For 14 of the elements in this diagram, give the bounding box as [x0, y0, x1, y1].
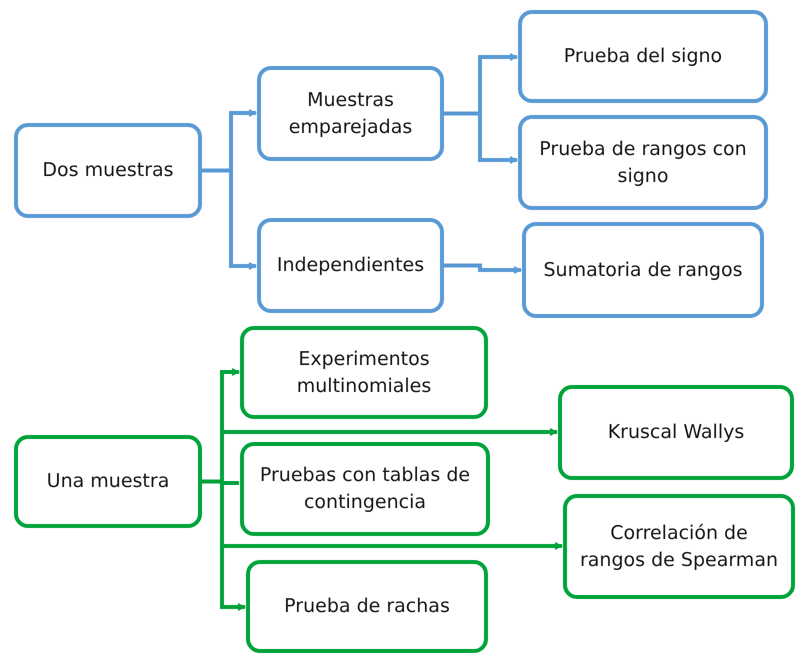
- arrow: [202, 168, 257, 270]
- rounded-box: Una muestra: [14, 435, 202, 528]
- rounded-box: Independientes: [257, 218, 444, 313]
- rounded-box: Muestras emparejadas: [257, 66, 444, 161]
- rounded-box: Sumatoria de rangos: [522, 222, 764, 318]
- rounded-box: Experimentos multinomiales: [240, 326, 488, 419]
- rounded-box: Dos muestras: [14, 123, 202, 218]
- rounded-box: Pruebas con tablas de contingencia: [240, 442, 490, 536]
- rounded-box: Prueba de rangos con signo: [518, 115, 768, 210]
- arrow: [444, 264, 522, 274]
- rounded-box: Kruscal Wallys: [558, 385, 794, 480]
- rounded-box: Correlación de rangos de Spearman: [563, 494, 795, 599]
- rounded-box: Prueba de rachas: [246, 560, 488, 653]
- rounded-box: Prueba del signo: [518, 10, 768, 103]
